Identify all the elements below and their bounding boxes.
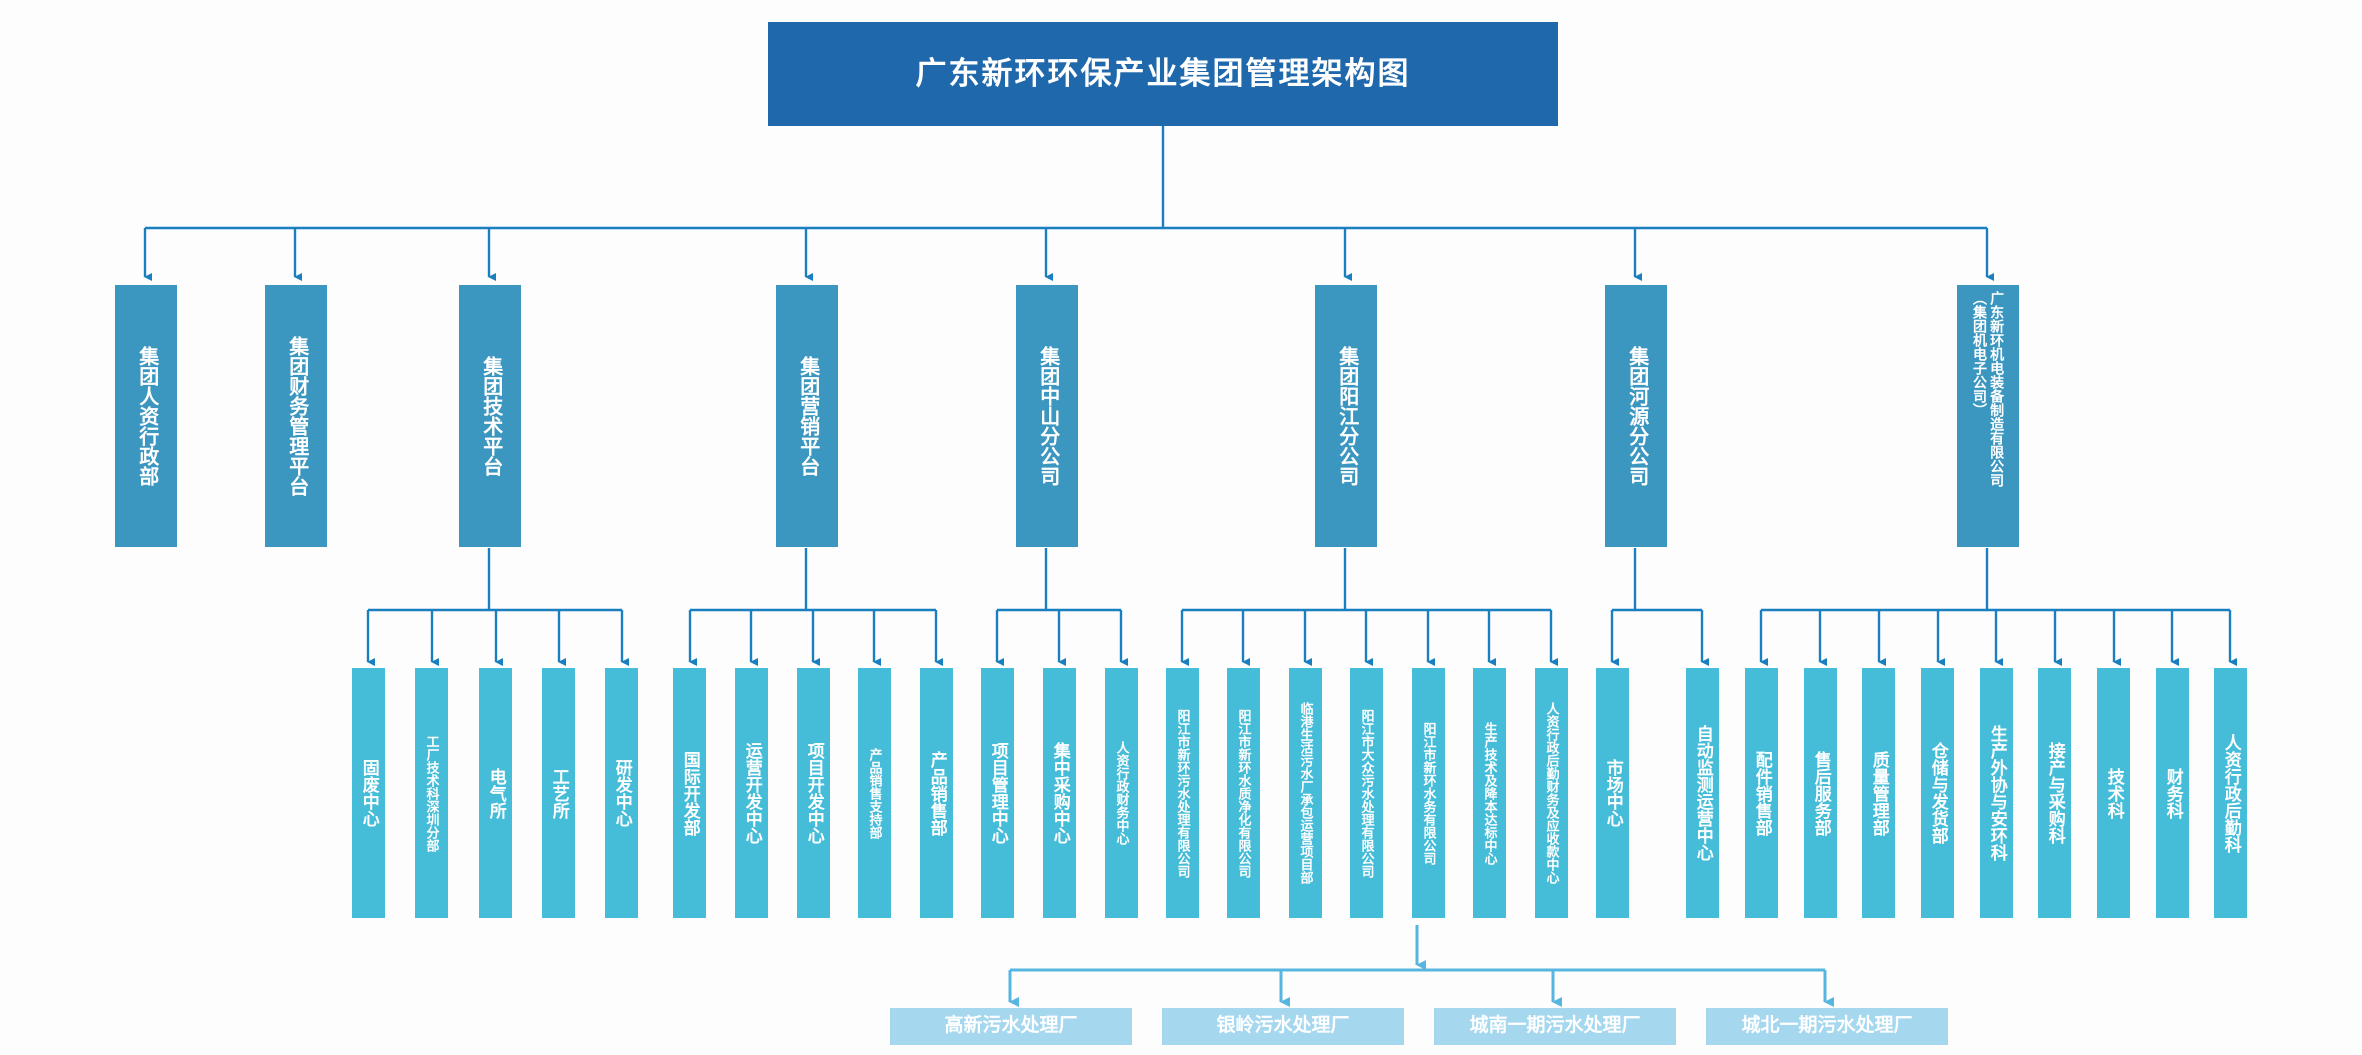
node-label: 阳江市新环水质净化有限公司 [1236,708,1252,878]
node-heyuan-child[interactable]: 自动监测运营中心 [1686,668,1719,918]
node-label: 高新污水处理厂 [944,1015,1078,1037]
node-zhongshan-child[interactable]: 人资行政财务中心 [1105,668,1138,918]
node-tech-child[interactable]: 工厂技术科深圳分部 [415,668,448,918]
node-label: 阳江市新环水务有限公司 [1421,721,1437,865]
node-label: 产品销售支持部 [867,747,883,839]
node-group-heyuan[interactable]: 集团河源分公司 [1605,285,1667,547]
node-group-zhongshan[interactable]: 集团中山分公司 [1016,285,1078,547]
node-marketing-child[interactable]: 项目开发中心 [797,668,830,918]
node-electro-child[interactable]: 配件销售部 [1745,668,1778,918]
node-zhongshan-child[interactable]: 项目管理中心 [981,668,1014,918]
chart-title: 广东新环环保产业集团管理架构图 [768,22,1558,126]
node-group-finance[interactable]: 集团财务管理平台 [265,285,327,547]
node-group-yangjiang[interactable]: 集团阳江分公司 [1315,285,1377,547]
node-electro-child[interactable]: 仓储与发货部 [1921,668,1954,918]
node-yangjiang-child[interactable]: 人资行政后勤财务及应收款中心 [1535,668,1568,918]
node-label: 生产技术及降本达标中心 [1482,721,1498,865]
node-label: 自动监测运营中心 [1693,725,1713,861]
node-group-tech[interactable]: 集团技术平台 [459,285,521,547]
node-label: 固废中心 [359,759,379,827]
node-group-electro[interactable]: （集团机电子公司） 广东新环机电装备制造有限公司 [1957,285,2019,547]
node-yangjiang-child[interactable]: 阳江市新环水务有限公司 [1412,668,1445,918]
chart-title-text: 广东新环环保产业集团管理架构图 [915,56,1411,92]
node-label: 人资行政财务中心 [1114,741,1130,845]
node-label: 临港生活污水厂承包运营项目部 [1298,702,1314,884]
node-label: 人资行政后勤科 [2221,733,2241,853]
node-tech-child[interactable]: 研发中心 [605,668,638,918]
node-tech-child[interactable]: 工艺所 [542,668,575,918]
node-group-hr[interactable]: 集团人资行政部 [115,285,177,547]
node-marketing-child[interactable]: 产品销售支持部 [858,668,891,918]
node-electro-child[interactable]: 接产与采购科 [2038,668,2071,918]
node-label-secondary: （集团机电子公司） [1972,291,1988,417]
node-sewage-plant[interactable]: 银岭污水处理厂 [1162,1008,1404,1045]
node-label: 阳江市新环污水处理有限公司 [1175,708,1191,878]
node-label: 财务科 [2163,767,2183,819]
node-marketing-child[interactable]: 产品销售部 [920,668,953,918]
node-label: 产品销售部 [927,750,947,836]
node-label: 集团河源分公司 [1625,346,1648,486]
node-sewage-plant[interactable]: 高新污水处理厂 [890,1008,1132,1045]
node-label: 项目管理中心 [988,742,1008,844]
node-yangjiang-child[interactable]: 阳江市新环污水处理有限公司 [1166,668,1199,918]
node-electro-child[interactable]: 售后服务部 [1804,668,1837,918]
node-label: 接产与采购科 [2045,742,2065,844]
node-label: 国际开发部 [680,750,700,836]
node-label: 质量管理部 [1869,750,1889,836]
node-label: 配件销售部 [1752,750,1772,836]
node-label: 银岭污水处理厂 [1216,1015,1350,1037]
node-electro-child[interactable]: 人资行政后勤科 [2214,668,2247,918]
node-label: 集团中山分公司 [1036,346,1059,486]
node-label: 售后服务部 [1811,750,1831,836]
node-label: 集团财务管理平台 [285,336,308,496]
node-tech-child[interactable]: 固废中心 [352,668,385,918]
node-heyuan-child[interactable]: 市场中心 [1596,668,1629,918]
node-sewage-plant[interactable]: 城北一期污水处理厂 [1706,1008,1948,1045]
node-label: 工艺所 [549,767,569,819]
node-electro-child[interactable]: 质量管理部 [1862,668,1895,918]
node-marketing-child[interactable]: 运营开发中心 [735,668,768,918]
node-electro-child[interactable]: 生产外协与安环科 [1980,668,2013,918]
node-label: 集团营销平台 [796,356,819,476]
node-label: 城北一期污水处理厂 [1741,1015,1913,1037]
node-label: 项目开发中心 [804,742,824,844]
node-label: 电气所 [486,767,506,819]
node-label: 广东新环机电装备制造有限公司 [1989,291,2006,487]
node-label: 城南一期污水处理厂 [1469,1015,1641,1037]
node-label: 市场中心 [1603,759,1623,827]
node-yangjiang-child[interactable]: 阳江市新环水质净化有限公司 [1227,668,1260,918]
node-yangjiang-child[interactable]: 阳江市大众污水处理有限公司 [1350,668,1383,918]
node-label: 研发中心 [612,759,632,827]
node-label: 生产外协与安环科 [1987,725,2007,861]
node-zhongshan-child[interactable]: 集中采购中心 [1043,668,1076,918]
node-label: 运营开发中心 [742,742,762,844]
node-label: 工厂技术科深圳分部 [424,734,440,852]
node-label: 技术科 [2104,767,2124,819]
node-label: 集团技术平台 [479,356,502,476]
node-group-marketing[interactable]: 集团营销平台 [776,285,838,547]
node-label: 集团人资行政部 [135,346,158,486]
node-label: 人资行政后勤财务及应收款中心 [1544,702,1560,884]
node-label: 阳江市大众污水处理有限公司 [1359,708,1375,878]
node-electro-child[interactable]: 技术科 [2097,668,2130,918]
node-electro-child[interactable]: 财务科 [2156,668,2189,918]
node-label: 仓储与发货部 [1928,742,1948,844]
node-sewage-plant[interactable]: 城南一期污水处理厂 [1434,1008,1676,1045]
node-label: 集中采购中心 [1050,742,1070,844]
node-yangjiang-child[interactable]: 临港生活污水厂承包运营项目部 [1289,668,1322,918]
node-marketing-child[interactable]: 国际开发部 [673,668,706,918]
node-tech-child[interactable]: 电气所 [479,668,512,918]
node-yangjiang-child[interactable]: 生产技术及降本达标中心 [1473,668,1506,918]
node-label: 集团阳江分公司 [1335,346,1358,486]
